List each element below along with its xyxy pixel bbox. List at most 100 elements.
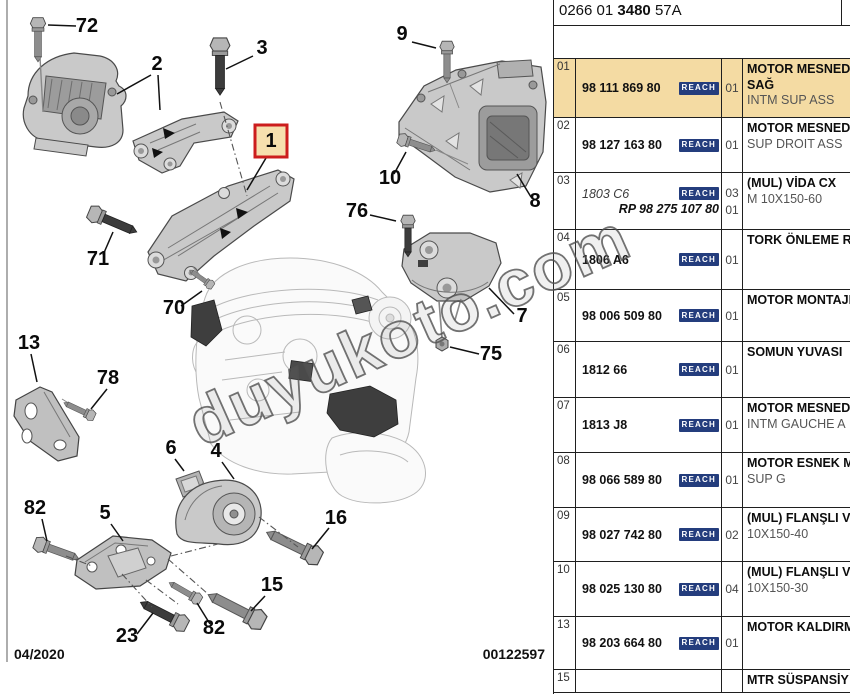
reach-badge[interactable]: REACH bbox=[678, 418, 719, 432]
fastener-bolts bbox=[29, 17, 469, 635]
description-line: MOTOR MESNED bbox=[747, 121, 850, 135]
callout-label-7[interactable]: 7 bbox=[516, 305, 527, 327]
quantity-cell: 01 bbox=[722, 617, 743, 669]
callout-label-78[interactable]: 78 bbox=[97, 367, 119, 389]
part-number: 98 006 509 80 bbox=[582, 308, 662, 323]
description-cell: MTR SÜSPANSİY bbox=[743, 670, 850, 692]
callout-label-4[interactable]: 4 bbox=[210, 440, 222, 462]
reach-badge[interactable]: REACH bbox=[678, 582, 719, 596]
callout-label-76[interactable]: 76 bbox=[346, 200, 368, 222]
description-line: SOMUN YUVASI bbox=[747, 345, 843, 359]
reach-badge[interactable]: REACH bbox=[678, 138, 719, 152]
description-line: (MUL) FLANŞLI V bbox=[747, 511, 850, 525]
callout-label-3[interactable]: 3 bbox=[256, 37, 267, 59]
callout-leader-lines bbox=[30, 24, 532, 635]
selected-item-callout-box[interactable] bbox=[253, 123, 289, 159]
torque-rod-mount-part-4 bbox=[175, 479, 262, 546]
row-number: 02 bbox=[554, 118, 576, 172]
callout-label-1[interactable]: 1 bbox=[265, 130, 276, 152]
part-number: 98 127 163 80 bbox=[582, 138, 662, 152]
description-line: MOTOR MESNED bbox=[747, 401, 850, 415]
reach-badge[interactable]: REACH bbox=[678, 81, 719, 95]
reach-badge[interactable]: REACH bbox=[678, 253, 719, 266]
callout-label-70[interactable]: 70 bbox=[163, 297, 185, 319]
description-line: SUP DROIT ASS bbox=[747, 136, 843, 151]
callout-label-9[interactable]: 9 bbox=[396, 23, 407, 45]
quantity-cell: 01 bbox=[722, 453, 743, 507]
quantity-cell bbox=[722, 670, 743, 692]
part-number: 98 066 589 80 bbox=[582, 473, 662, 487]
row-number: 09 bbox=[554, 508, 576, 561]
quantity-cell: 01 bbox=[722, 59, 743, 117]
reach-badge[interactable]: REACH bbox=[678, 187, 719, 200]
callout-label-5[interactable]: 5 bbox=[99, 502, 110, 524]
description-cell: MOTOR MONTAJI bbox=[743, 290, 850, 341]
support-bracket-part-8 bbox=[398, 59, 547, 193]
part-number-cell: 98 066 589 80 REACH bbox=[576, 453, 722, 507]
row-number: 03 bbox=[554, 173, 576, 229]
description-line: 10X150-40 bbox=[747, 526, 809, 541]
callout-label-10[interactable]: 10 bbox=[379, 167, 401, 189]
callout-label-2[interactable]: 2 bbox=[151, 53, 162, 75]
description-line: 10X150-30 bbox=[747, 580, 809, 595]
flat-bracket-part-13 bbox=[13, 386, 84, 462]
support-bracket-part-7 bbox=[401, 232, 502, 339]
callout-label-75[interactable]: 75 bbox=[480, 343, 502, 365]
quantity-cell: 01 bbox=[722, 290, 743, 341]
callout-label-71[interactable]: 71 bbox=[87, 248, 109, 270]
reach-badge[interactable]: REACH bbox=[678, 636, 719, 650]
description-cell: TORK ÖNLEME R bbox=[743, 230, 850, 289]
description-line: (MUL) VİDA CX bbox=[747, 176, 837, 190]
row-number: 10 bbox=[554, 562, 576, 616]
engine-mount-right-part bbox=[22, 52, 127, 157]
callout-label-23[interactable]: 23 bbox=[116, 625, 138, 647]
reach-badge[interactable]: REACH bbox=[678, 363, 719, 376]
quantity-cell: 04 bbox=[722, 562, 743, 616]
row-number: 01 bbox=[554, 59, 576, 117]
description-line: MTR SÜSPANSİY bbox=[747, 673, 849, 687]
motor-mount-bracket-part-1 bbox=[147, 169, 295, 282]
callout-label-82[interactable]: 82 bbox=[24, 497, 46, 519]
part-number: 1806 A6 bbox=[582, 252, 629, 267]
callout-label-82[interactable]: 82 bbox=[203, 617, 225, 639]
quantity-cell: 02 bbox=[722, 508, 743, 561]
callout-label-13[interactable]: 13 bbox=[18, 332, 40, 354]
row-number: 06 bbox=[554, 342, 576, 397]
callout-label-16[interactable]: 16 bbox=[325, 507, 347, 529]
callout-label-72[interactable]: 72 bbox=[76, 15, 98, 37]
row-number: 07 bbox=[554, 398, 576, 452]
intermediate-bracket-part bbox=[132, 111, 239, 174]
row-number: 04 bbox=[554, 230, 576, 289]
reach-badge[interactable]: REACH bbox=[678, 528, 719, 541]
description-line: M 10X150-60 bbox=[747, 191, 823, 206]
callout-label-6[interactable]: 6 bbox=[165, 437, 176, 459]
reach-badge[interactable]: REACH bbox=[678, 309, 719, 322]
reach-badge[interactable]: REACH bbox=[678, 473, 719, 487]
callout-label-8[interactable]: 8 bbox=[529, 190, 540, 212]
callout-label-15[interactable]: 15 bbox=[261, 574, 283, 596]
replacement-part-number: RP 98 275 107 80 bbox=[618, 201, 719, 216]
